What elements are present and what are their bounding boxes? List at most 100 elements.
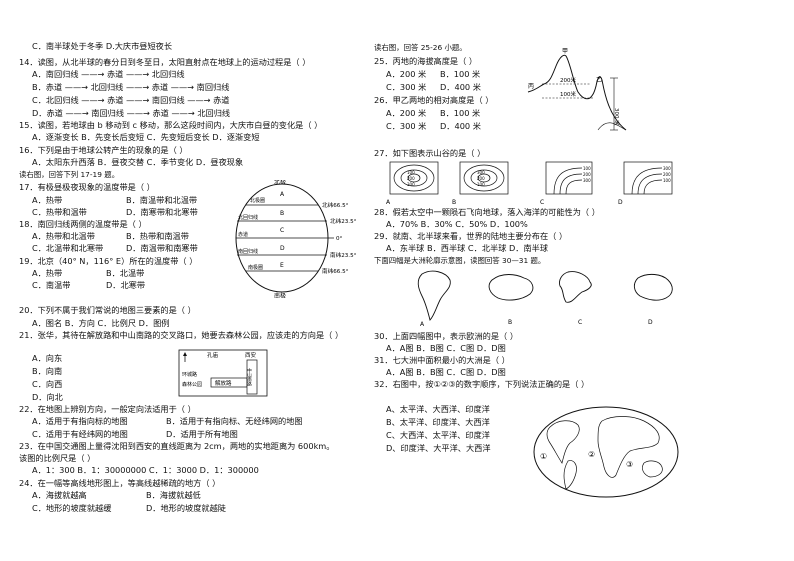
q13-options-cd: C．南半球处于冬季 D.大庆市昼短夜长 [32, 41, 173, 51]
q17-option-a: A．热带 [32, 195, 63, 205]
contour-d-200: 200 [663, 172, 671, 177]
huancheng-label: 环城路 [182, 371, 197, 378]
continent-d-label: D [648, 319, 653, 326]
lat-n23-label: 北纬23.5° [330, 217, 357, 225]
q18-option-b: B．热带和南温带 [126, 231, 189, 241]
lat-s66-label: 南纬66.5° [322, 267, 349, 275]
zone-a-label: A [280, 191, 285, 198]
q19-option-a: A．热带 [32, 268, 63, 278]
contour-d-label: D [618, 199, 623, 206]
lat-s23-label: 南纬23.5° [330, 251, 357, 259]
south-america-outline [417, 270, 451, 321]
m100-label: 100米 [560, 90, 576, 98]
contour-a-200: 200 [407, 176, 415, 181]
question-26: 26．甲乙两地的相对高度是（ ） [374, 95, 494, 105]
question-14: 14．读图，从北半球的春分日到冬至日，太阳直射点在地球上的运动过程是（ ） [19, 57, 311, 67]
q14-option-b: B．赤道 ——→ 北回归线 ——→ 赤道 ——→ 南回归线 [32, 82, 230, 92]
south-america-shape [563, 460, 577, 490]
continent-a-label: A [420, 321, 425, 328]
contour-d-300: 300 [663, 166, 671, 171]
q26-option-d: D．400 米 [440, 121, 481, 131]
contour-b-label: B [452, 199, 456, 206]
antarctic-circle-label: 南极圈 [248, 264, 263, 271]
q14-option-c: C．北回归线 ——→ 赤道 ——→ 南回归线 ——→ 赤道 [32, 95, 230, 105]
europe-outline [559, 271, 592, 303]
south-pole-label: 南极 [274, 292, 286, 298]
q21-option-d: D．向北 [32, 392, 63, 402]
continent-b-label: B [508, 319, 512, 326]
q22-option-b: B．适用于有指向标、无经纬网的地图 [166, 416, 303, 426]
north-pole-label: 北极 [274, 180, 286, 186]
question-22: 22．在地图上辨别方向，一般定向法适用于（ ） [19, 404, 196, 414]
continent-outlines: A B C D [417, 270, 673, 328]
q29-options: A．东半球 B．西半球 C．北半球 D．南半球 [386, 243, 549, 253]
q19-option-c: C．南温带 [32, 280, 71, 290]
q18-option-a: A．热带和北温带 [32, 231, 95, 241]
xizhan-label: 西安 [245, 351, 257, 359]
contour-b-300: 300 [477, 170, 485, 175]
question-24: 24．在一幅等高线地形图上，等高线越稀疏的地方（ ） [19, 478, 221, 488]
question-32: 32．右图中，按①②③的数字顺序，下列说法正确的是（ ） [374, 379, 590, 389]
zone-d-label: D [280, 245, 285, 252]
question-23-cont: 该图的比例尺是（ ） [19, 453, 96, 463]
q21-option-b: B．向南 [32, 366, 63, 376]
yi-point-label: 乙 [596, 77, 602, 84]
tropic-capricorn-label: 南回归线 [238, 248, 258, 255]
q14-option-a: A．南回归线 ——→ 赤道 ——→ 北回归线 [32, 69, 185, 79]
australia-shape [642, 460, 663, 478]
q24-option-c: C．地形的坡度就越缓 [32, 503, 112, 513]
americas-shape [546, 420, 580, 464]
q22-option-d: D．适用于所有地图 [166, 429, 238, 439]
contour-c-100: 100 [583, 166, 591, 171]
q30-options: A．A图 B．B图 C．C图 D．D图 [386, 343, 506, 353]
q26-option-c: C．300 米 [386, 121, 427, 131]
q21-option-c: C．向西 [32, 379, 63, 389]
m200-label: 200米 [560, 76, 576, 84]
world-ocean-map: ① ② ③ [533, 406, 679, 498]
q31-options: A．A图 B．B图 C．C图 D．D图 [386, 367, 506, 377]
contour-a-300: 300 [407, 182, 415, 187]
contour-c-label: C [540, 199, 544, 206]
question-15: 15．读图，若地球由 b 移动到 c 移动，那么这段时间内，大庆市白昼的变化是（… [19, 120, 323, 130]
q24-option-a: A．海拔就越高 [32, 490, 87, 500]
q26-option-a: A．200 米 [386, 108, 427, 118]
q26-option-b: B．100 米 [440, 108, 481, 118]
m300-label: 300 米 [613, 108, 620, 127]
temperature-zone-globe: 北极 南极 北极圈 北回归线 赤道 南回归线 南极圈 北纬66.5° 北纬23.… [235, 180, 357, 298]
q21-option-a: A．向东 [32, 353, 63, 363]
q16-options: A．太阳东升西落 B．昼夜交替 C．季节变化 D．昼夜现象 [32, 157, 244, 167]
question-28: 28．假若太空中一颗陨石飞向地球，落入海洋的可能性为（ ） [374, 207, 600, 217]
question-20: 20．下列不属于我们常说的地图三要素的是（ ） [19, 305, 196, 315]
kongmiao-label: 孔庙 [207, 351, 219, 359]
australia-outline [633, 273, 673, 301]
zone-b-label: B [280, 210, 284, 217]
contour-c-200: 200 [583, 172, 591, 177]
q18-option-d: D．南温带和南寒带 [126, 243, 198, 253]
contour-c-300: 300 [583, 178, 591, 183]
q22-option-c: C．适用于有经纬网的地图 [32, 429, 128, 439]
ocean-label-2: ② [588, 450, 595, 459]
q25-option-d: D．400 米 [440, 82, 481, 92]
ocean-label-3: ③ [626, 460, 633, 469]
question-25: 25．丙地的海拔高度是（ ） [374, 56, 478, 66]
q23-options: A．1：300 B．1：30000000 C．1：3000 D．1：300000 [32, 465, 259, 475]
question-18: 18．南回归线两侧的温度带是（ ） [19, 219, 147, 229]
zhongshan-road-label: 中山南路 [247, 367, 252, 388]
question-19: 19．北京（40° N，116° E）所在的温度带（ ） [19, 256, 198, 266]
q24-option-d: D．地形的坡度就越陡 [146, 503, 226, 513]
lat-0-label: 0° [336, 236, 343, 242]
q32-option-b: B、太平洋、印度洋、大西洋 [386, 417, 490, 427]
bing-point-label: 丙 [528, 83, 534, 90]
q18-option-c: C．北温带和北寒带 [32, 243, 104, 253]
question-23: 23．在中国交通图上量得沈阳到西安的直线距离为 2cm，两地的实地距离为 600… [19, 441, 335, 451]
question-31: 31．七大洲中面积最小的大洲是（ ） [374, 355, 510, 365]
q25-option-c: C．300 米 [386, 82, 427, 92]
jiefang-road-label: 解放路 [215, 379, 232, 387]
antarctica-outline [488, 274, 534, 301]
zone-e-label: E [280, 262, 284, 269]
arctic-circle-label: 北极圈 [250, 197, 265, 204]
zone-c-label: C [280, 227, 284, 234]
q24-option-b: B．海拔就越低 [146, 490, 201, 500]
q17-option-b: B．南温带和北温带 [126, 195, 198, 205]
